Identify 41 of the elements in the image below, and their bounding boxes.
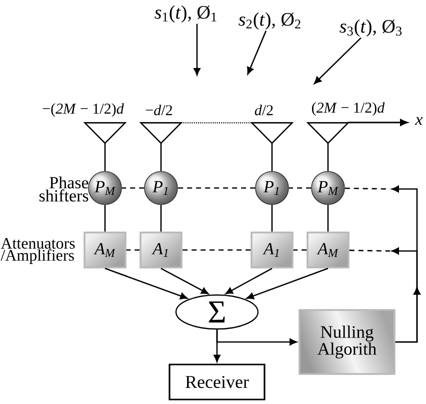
dashed-line (126, 249, 140, 251)
dashed-line (182, 249, 251, 251)
algorithm-box: Nulling Algorith (298, 309, 396, 375)
position-label: −(2M − 1/2)d (42, 103, 124, 117)
signal-label: s$_{2}$(t), Ø$_{2}$ (238, 12, 300, 30)
arrow (314, 37, 362, 84)
arrow (160, 268, 209, 294)
dashed-line (122, 187, 144, 189)
arrow (246, 268, 328, 300)
connector-line (160, 204, 162, 232)
row-label: Phase shifters (39, 176, 88, 202)
connector-line (160, 143, 162, 172)
connector-line (271, 204, 273, 232)
dashed-line (293, 249, 307, 251)
connector-line (271, 143, 273, 172)
arrow (225, 268, 272, 294)
receiver-box: Receiver (168, 364, 266, 400)
signal-label: s$_{3}$(t), Ø$_{3}$ (340, 19, 402, 37)
dashed-line (178, 187, 256, 189)
axis-label: x (415, 117, 423, 125)
dashed-line (288, 187, 312, 189)
row-label: Attenuators /Amplifiers (0, 238, 75, 264)
connector-line (104, 143, 106, 172)
attenuator-box: A$_{1}$ (250, 232, 294, 268)
connector-line (104, 204, 106, 232)
arrow (392, 248, 420, 343)
dashed-line (349, 250, 390, 252)
attenuator-box: A$_{M}$ (306, 232, 350, 268)
dotted-line (181, 122, 252, 124)
connector-line (327, 204, 329, 232)
position-label: −d/2 (146, 104, 172, 116)
arrow (194, 24, 200, 76)
position-label: (2M − 1/2)d (312, 102, 385, 116)
connector-line (327, 143, 329, 172)
position-label: d/2 (254, 104, 273, 116)
arrow (247, 30, 267, 75)
attenuator-box: A$_{M}$ (84, 232, 126, 268)
arrow (104, 268, 188, 300)
attenuator-box: A$_{1}$ (140, 232, 182, 268)
arrow (216, 330, 297, 346)
signal-label: s$_{1}$(t), Ø$_{1}$ (154, 5, 216, 23)
